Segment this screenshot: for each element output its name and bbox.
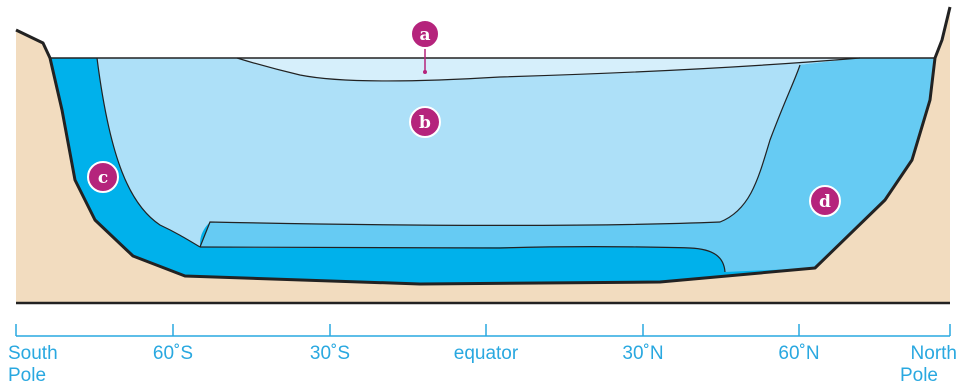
marker-d: d bbox=[809, 185, 841, 217]
label-north-pole-line2: Pole bbox=[900, 365, 938, 385]
marker-c-circle bbox=[87, 161, 119, 193]
marker-c-label: c bbox=[98, 168, 108, 188]
marker-d-label: d bbox=[819, 192, 831, 212]
water-mass-b bbox=[97, 58, 860, 247]
label-south-pole-line1: South bbox=[8, 343, 58, 364]
boundary-a-b bbox=[236, 57, 861, 82]
boundary-c-d bbox=[199, 246, 726, 273]
water-mass-a bbox=[237, 58, 860, 81]
marker-a-label: a bbox=[419, 25, 430, 45]
marker-c: c bbox=[87, 161, 119, 193]
label-30n: 30˚N bbox=[622, 343, 663, 364]
label-60s: 60˚S bbox=[153, 343, 193, 364]
label-30s: 30˚S bbox=[310, 343, 350, 364]
boundary-b-c bbox=[96, 57, 201, 248]
marker-b: b bbox=[409, 106, 441, 138]
boundary-b-d bbox=[199, 64, 801, 248]
marker-b-label: b bbox=[419, 113, 431, 133]
label-60n: 60˚N bbox=[778, 343, 819, 364]
latitude-axis bbox=[15, 324, 951, 337]
marker-b-circle bbox=[409, 106, 441, 138]
label-north-pole-line1: North bbox=[911, 343, 957, 364]
marker-d-circle bbox=[809, 185, 841, 217]
label-south-pole-line2: Pole bbox=[8, 365, 46, 385]
marker-a-circle bbox=[410, 19, 440, 49]
water-mass-boundaries bbox=[96, 57, 861, 273]
water-mass-d bbox=[200, 58, 935, 272]
label-equator: equator bbox=[454, 343, 519, 364]
seafloor-outline bbox=[15, 6, 952, 286]
marker-a: a bbox=[410, 19, 440, 49]
marker-a-pointer-dot bbox=[423, 70, 427, 74]
